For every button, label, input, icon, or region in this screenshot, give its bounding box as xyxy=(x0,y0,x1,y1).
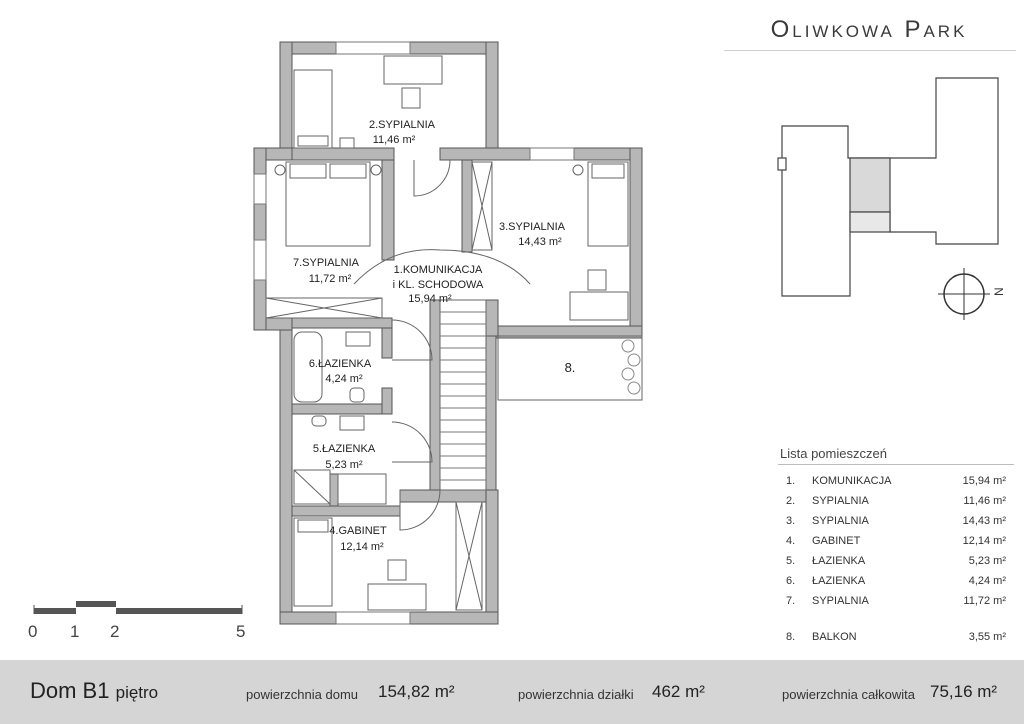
room-8-name: 8. xyxy=(565,360,576,375)
rooms-list-title: Lista pomieszczeń xyxy=(780,446,887,461)
total-area-value: 75,16 m² xyxy=(930,682,998,701)
rooms-list-item-num: 5. xyxy=(786,555,796,567)
rooms-list-item-name: KOMUNIKACJA xyxy=(812,475,892,487)
scale-label-5: 5 xyxy=(236,622,246,641)
rooms-list-item-name: SYPIALNIA xyxy=(812,515,869,527)
house-area-label: powierzchnia domu xyxy=(246,687,359,702)
rooms-list-item-area: 4,24 m² xyxy=(968,575,1006,587)
compass-north-label: N xyxy=(992,287,1006,296)
room-6-name: 6.ŁAZIENKA xyxy=(309,358,372,370)
house-area-value: 154,82 m² xyxy=(378,682,455,701)
rooms-list-item-area: 5,23 m² xyxy=(968,555,1006,567)
total-area-label: powierzchnia całkowita xyxy=(782,687,915,702)
room-5-name: 5.ŁAZIENKA xyxy=(313,443,376,455)
rooms-list-item-num: 7. xyxy=(786,595,796,607)
footer-title: Dom B1 piętro xyxy=(30,678,158,704)
rooms-list-item-name: ŁAZIENKA xyxy=(812,575,866,587)
rooms-list-item-name: SYPIALNIA xyxy=(812,595,869,607)
rooms-list-item: 2. SYPIALNIA 11,46 m² xyxy=(780,495,1006,511)
room-6-area: 4,24 m² xyxy=(325,373,363,385)
rooms-list-item-num: 8. xyxy=(786,631,796,643)
room-2-area: 11,46 m² xyxy=(373,134,416,146)
balcony-planters xyxy=(621,339,641,395)
rooms-list-item: 7. SYPIALNIA 11,72 m² xyxy=(780,595,1006,611)
compass-icon: N xyxy=(938,268,1006,320)
plot-area-value: 462 m² xyxy=(652,682,705,701)
room-7-area: 11,72 m² xyxy=(309,273,352,285)
footer-title-main: Dom B1 xyxy=(30,678,110,703)
floor-plan: 2.SYPIALNIA 11,46 m² 3.SYPIALNIA 14,43 m… xyxy=(33,41,1006,625)
room-7-name: 7.SYPIALNIA xyxy=(293,257,360,269)
rooms-list-item-num: 1. xyxy=(786,475,796,487)
rooms-list-item-name: GABINET xyxy=(812,535,861,547)
rooms-list-item-num: 3. xyxy=(786,515,796,527)
rooms-list-item: 8. BALKON 3,55 m² xyxy=(780,631,1006,647)
rooms-list-item-area: 11,72 m² xyxy=(963,595,1006,607)
scale-label-0: 0 xyxy=(28,622,38,641)
rooms-list-item: 4. GABINET 12,14 m² xyxy=(780,535,1006,551)
rooms-list-item-name: BALKON xyxy=(812,631,857,643)
brand-title: Oliwkowa Park xyxy=(770,16,968,43)
rooms-list-item-area: 3,55 m² xyxy=(968,631,1006,643)
room-3-name: 3.SYPIALNIA xyxy=(499,221,566,233)
rooms-list-divider xyxy=(778,464,1014,465)
scale-label-2: 2 xyxy=(110,622,120,641)
rooms-list-item-area: 11,46 m² xyxy=(963,495,1006,507)
rooms-list-item: 5. ŁAZIENKA 5,23 m² xyxy=(780,555,1006,571)
room-3-area: 14,43 m² xyxy=(518,236,562,248)
room-5-area: 5,23 m² xyxy=(325,459,363,471)
rooms-list-item-area: 14,43 m² xyxy=(962,515,1006,527)
room-4-area: 12,14 m² xyxy=(340,541,384,553)
rooms-list-item-num: 2. xyxy=(786,495,796,507)
site-plan-thumbnail xyxy=(777,77,999,297)
room-4-name: 4.GABINET xyxy=(329,525,387,537)
staircase xyxy=(440,311,486,481)
footer-bar xyxy=(0,660,1024,724)
room-1-area: 15,94 m² xyxy=(408,293,452,305)
rooms-list-item-num: 4. xyxy=(786,535,796,547)
rooms-list-item-area: 15,94 m² xyxy=(962,475,1006,487)
room-1-name-line2: i KL. SCHODOWA xyxy=(393,279,484,291)
room-1-name: 1.KOMUNIKACJA xyxy=(394,264,483,276)
rooms-list-item-area: 12,14 m² xyxy=(962,535,1006,547)
rooms-list-item-name: ŁAZIENKA xyxy=(812,555,866,567)
rooms-list-item: 6. ŁAZIENKA 4,24 m² xyxy=(780,575,1006,591)
scale-bar xyxy=(33,601,243,614)
rooms-list-item: 1. KOMUNIKACJA 15,94 m² xyxy=(780,475,1006,491)
brand-divider xyxy=(724,50,1016,51)
floor-plan-furniture xyxy=(265,55,643,611)
floor-plan-walls xyxy=(253,41,643,625)
rooms-list-item-name: SYPIALNIA xyxy=(812,495,869,507)
footer-title-sub: piętro xyxy=(115,683,159,702)
rooms-list-item-num: 6. xyxy=(786,575,796,587)
plot-area-label: powierzchnia działki xyxy=(518,687,634,702)
rooms-list-item: 3. SYPIALNIA 14,43 m² xyxy=(780,515,1006,531)
scale-label-1: 1 xyxy=(70,622,80,641)
floor-plan-windows xyxy=(253,41,575,625)
room-2-name: 2.SYPIALNIA xyxy=(369,119,436,131)
